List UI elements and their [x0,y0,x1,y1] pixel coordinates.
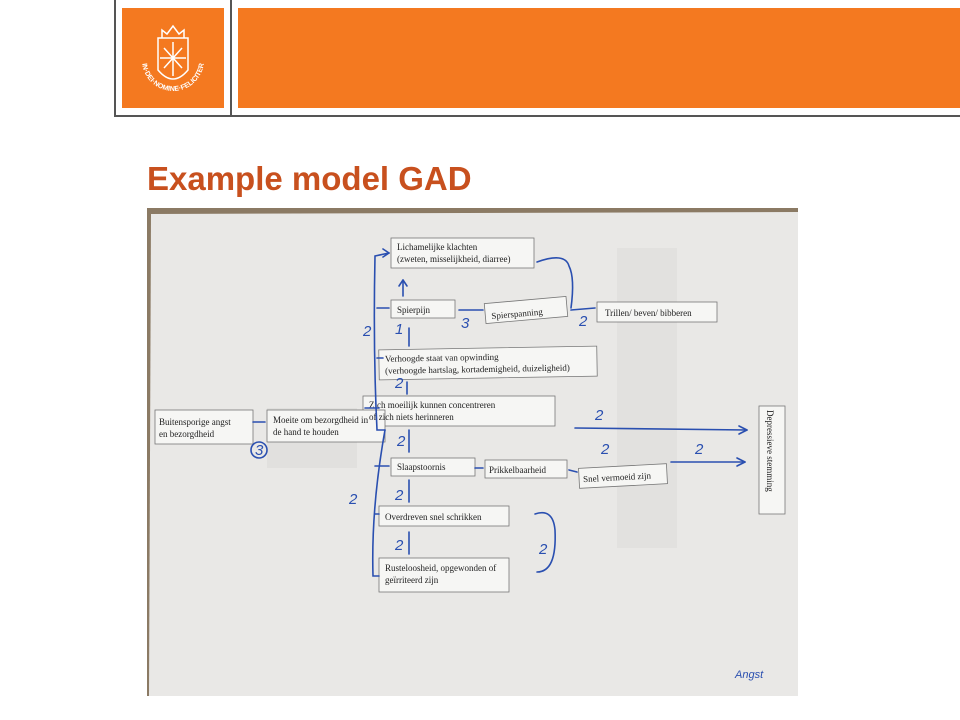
diagram-svg: Lichamelijke klachten (zweten, misselijk… [147,208,798,696]
weight-slaap-up: 2 [394,487,404,504]
diagram-photo: Lichamelijke klachten (zweten, misselijk… [147,208,798,696]
arrow-trunk-lower [371,429,386,577]
box-spierpijn [390,299,456,319]
box-lichamelijke [390,237,535,269]
box-moeite [266,409,386,443]
weight-depr-1: 2 [594,407,604,424]
box-trillen [596,301,718,323]
arrow-prikkel-vermoeid [568,469,578,473]
box-spierspanning [483,296,569,324]
label-trillen: Trillen/ beven/ bibberen [605,308,692,318]
circled-weight [250,441,268,459]
weight-branch-lower: 2 [348,491,358,508]
label-lichamelijke-2: (zweten, misselijkheid, diarree) [397,254,510,264]
box-slaapstoornis [390,457,476,477]
label-buitensporige-1: Buitensporige angst [159,417,231,427]
weight-moeite: 3 [255,442,264,459]
box-verhoogde [378,345,598,381]
box-rusteloos [378,557,510,593]
header-orange-bar [238,8,960,108]
header-divider-left [114,0,116,115]
hand-arrows [250,248,748,577]
diagram-boxes [154,237,786,593]
label-rusteloos-2: geïrriteerd zijn [385,575,439,585]
label-verhoogde-2: (verhoogde hartslag, kortademigheid, dui… [385,363,570,376]
box-depressief [758,405,786,515]
arrow-spierspanning-trillen [570,307,596,311]
slide-title: Example model GAD [147,160,472,197]
weight-depr-2: 2 [600,441,610,458]
box-vermoeid [578,463,668,489]
weight-concentreren-up: 2 [396,433,406,450]
weight-spierpijn-up: 1 [395,321,403,338]
weight-branch-upper: 2 [362,323,372,340]
logo-box: IN·DEI·NOMINE·FELICITER [122,8,224,108]
university-seal-icon: IN·DEI·NOMINE·FELICITER [140,24,206,93]
arrow-to-depressief-1 [574,427,748,431]
label-concentreren-1: Zich moeilijk kunnen concentreren [369,400,496,410]
label-spierspanning: Spierspanning [491,307,544,321]
weight-trillen: 2 [578,313,588,330]
label-moeite-2: de hand te houden [273,427,339,437]
label-vermoeid: Snel vermoeid zijn [583,471,652,485]
signature: Angst [734,669,764,681]
label-rusteloos-1: Rusteloosheid, opgewonden of [385,563,496,573]
box-prikkelbaarheid [484,459,568,479]
box-buitensporige [154,409,254,445]
label-lichamelijke-1: Lichamelijke klachten [397,242,478,252]
arrowhead-right [382,248,390,258]
arrow-trunk-upper [373,252,390,431]
label-slaapstoornis: Slaapstoornis [397,462,446,472]
arrowhead-depr-2 [736,457,746,467]
box-concentreren [362,395,556,427]
arrowhead-up [398,279,408,287]
label-moeite-1: Moeite om bezorgdheid in [273,415,369,425]
arrowhead-depr-1 [738,425,748,435]
label-buitensporige-2: en bezorgdheid [159,429,215,439]
weight-spierspanning: 3 [461,315,470,332]
label-schrikken: Overdreven snel schrikken [385,512,482,522]
box-schrikken [378,505,510,527]
weight-rusteloos-loop: 2 [538,541,548,558]
arrow-spierspanning-lichamelijke [536,257,574,309]
tape-strip [617,248,677,548]
weight-depr-3: 2 [694,441,704,458]
label-prikkelbaarheid: Prikkelbaarheid [489,465,546,475]
label-depressief: Depressieve stemming [765,410,775,492]
header-frame [114,0,960,117]
label-verhoogde-1: Verhoogde staat van opwinding [385,352,499,364]
header-divider-mid [230,0,232,115]
weight-schrik-up: 2 [394,537,404,554]
weight-verhoogde-up: 2 [394,375,404,392]
label-spierpijn: Spierpijn [397,305,430,315]
label-concentreren-2: of zich niets herinneren [369,412,454,422]
arrow-rusteloos-loop [534,511,556,573]
